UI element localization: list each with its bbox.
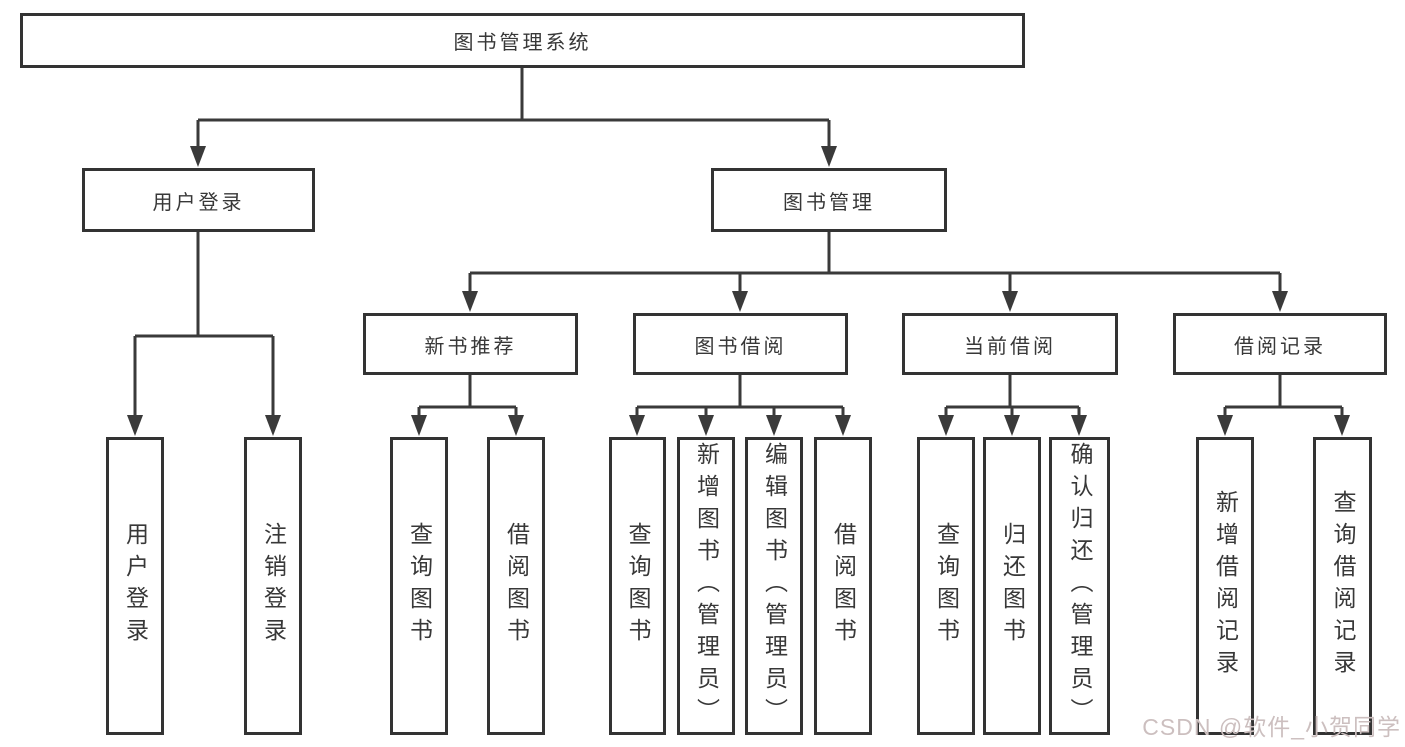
connector-path <box>468 232 1282 293</box>
node-leaf-borrow-book-1: 借阅图书 <box>487 437 545 735</box>
node-book-borrow-label: 图书借阅 <box>694 335 787 358</box>
node-root: 图书管理系统 <box>20 13 1025 68</box>
node-leaf-query-book-1-label: 查询图书 <box>406 522 433 650</box>
arrowhead-icon <box>766 415 782 436</box>
arrowhead-icon <box>127 415 143 436</box>
node-book-mgmt-label: 图书管理 <box>783 191 875 214</box>
arrowhead-icon <box>835 415 851 436</box>
node-leaf-add-borrow-record-label: 新增借阅记录 <box>1212 490 1239 682</box>
arrowhead-icon <box>732 291 748 312</box>
node-leaf-logout: 注销登录 <box>244 437 302 735</box>
connector-path <box>417 375 518 417</box>
node-leaf-query-borrow-record: 查询借阅记录 <box>1313 437 1372 735</box>
node-leaf-add-borrow-record: 新增借阅记录 <box>1196 437 1254 735</box>
arrowhead-icon <box>1002 291 1018 312</box>
arrowhead-icon <box>265 415 281 436</box>
node-leaf-query-book-3-label: 查询图书 <box>933 522 960 650</box>
arrowhead-icon <box>629 415 645 436</box>
node-new-book-rec-label: 新书推荐 <box>424 335 517 358</box>
node-leaf-logout-label: 注销登录 <box>260 522 287 650</box>
connector-path <box>635 375 845 417</box>
node-user-login: 用户登录 <box>82 168 315 232</box>
connector-path <box>133 232 275 417</box>
node-leaf-edit-book-label: 编辑图书（管理员） <box>761 442 788 730</box>
arrowhead-icon <box>938 415 954 436</box>
node-new-book-rec: 新书推荐 <box>363 313 578 375</box>
node-leaf-confirm-return: 确认归还（管理员） <box>1049 437 1110 735</box>
node-current-borrow: 当前借阅 <box>902 313 1118 375</box>
node-leaf-query-book-3: 查询图书 <box>917 437 975 735</box>
node-leaf-query-book-2: 查询图书 <box>609 437 666 735</box>
arrowhead-icon <box>190 146 206 167</box>
arrowhead-icon <box>508 415 524 436</box>
arrowhead-icon <box>462 291 478 312</box>
node-borrow-records-label: 借阅记录 <box>1234 335 1326 358</box>
node-leaf-borrow-book-1-label: 借阅图书 <box>503 522 530 650</box>
node-leaf-confirm-return-label: 确认归还（管理员） <box>1067 442 1093 730</box>
node-leaf-edit-book: 编辑图书（管理员） <box>745 437 803 735</box>
node-book-borrow: 图书借阅 <box>633 313 848 375</box>
node-current-borrow-label: 当前借阅 <box>964 335 1056 358</box>
node-leaf-borrow-book-2: 借阅图书 <box>814 437 872 735</box>
node-leaf-return-book-label: 归还图书 <box>999 522 1026 650</box>
arrowhead-icon <box>1004 415 1020 436</box>
arrowhead-icon <box>821 146 837 167</box>
node-leaf-query-book-2-label: 查询图书 <box>625 522 651 650</box>
arrowhead-icon <box>698 415 714 436</box>
watermark: CSDN @软件_小贺同学 <box>1142 714 1401 740</box>
node-leaf-add-book: 新增图书（管理员） <box>677 437 735 735</box>
node-leaf-add-book-label: 新增图书（管理员） <box>693 442 720 730</box>
connector-path <box>196 68 831 148</box>
node-leaf-return-book: 归还图书 <box>983 437 1041 735</box>
connector-path <box>1223 375 1344 417</box>
node-leaf-user-login-label: 用户登录 <box>122 522 149 650</box>
node-borrow-records: 借阅记录 <box>1173 313 1387 375</box>
arrowhead-icon <box>411 415 427 436</box>
arrowhead-icon <box>1217 415 1233 436</box>
node-leaf-query-borrow-record-label: 查询借阅记录 <box>1330 490 1356 682</box>
node-user-login-label: 用户登录 <box>152 191 245 214</box>
arrowhead-icon <box>1071 415 1087 436</box>
arrowhead-icon <box>1334 415 1350 436</box>
node-leaf-query-book-1: 查询图书 <box>390 437 448 735</box>
node-root-label: 图书管理系统 <box>453 32 592 54</box>
node-leaf-user-login: 用户登录 <box>106 437 164 735</box>
arrowhead-icon <box>1272 291 1288 312</box>
node-leaf-borrow-book-2-label: 借阅图书 <box>830 522 857 650</box>
node-book-mgmt: 图书管理 <box>711 168 947 232</box>
connector-path <box>944 375 1081 417</box>
